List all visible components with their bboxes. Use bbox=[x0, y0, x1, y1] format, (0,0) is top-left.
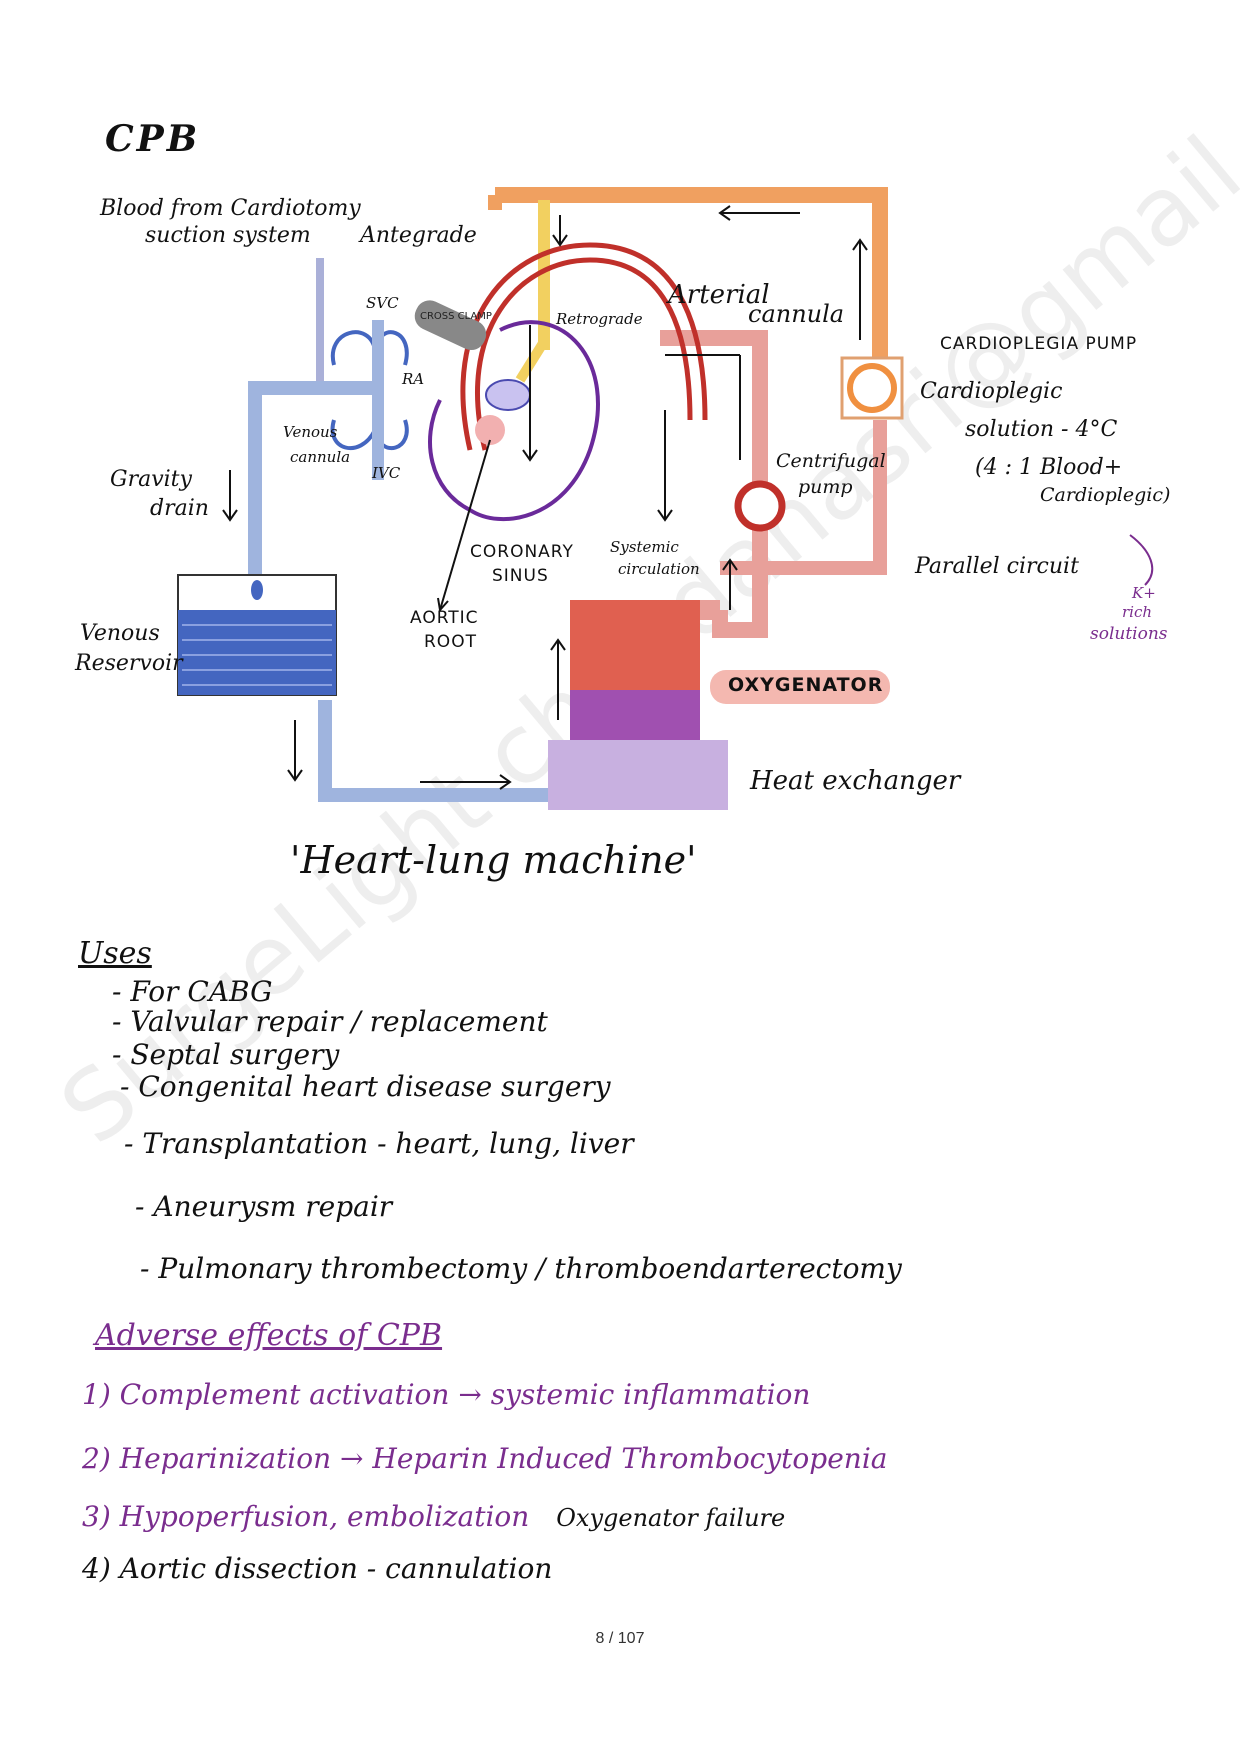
antegrade-line bbox=[538, 200, 550, 350]
uses-item: - Valvular repair / replacement bbox=[112, 1005, 548, 1038]
adverse-extra: Oxygenator failure bbox=[556, 1504, 786, 1532]
label-cardioplegic: Cardioplegic bbox=[920, 379, 1063, 404]
adverse-item-2: 2) Heparinization → Heparin Induced Thro… bbox=[82, 1442, 887, 1475]
label-arterial: Arterial bbox=[668, 280, 770, 310]
adverse-num: 4) bbox=[82, 1552, 111, 1585]
label-solution-temp: solution - 4°C bbox=[965, 417, 1118, 442]
label-ratio: (4 : 1 Blood+ bbox=[975, 455, 1123, 480]
label-antegrade: Antegrade bbox=[360, 223, 477, 248]
label-drain: drain bbox=[150, 496, 209, 521]
label-suction-system: suction system bbox=[145, 223, 311, 248]
adverse-item-1: 1) Complement activation → systemic infl… bbox=[82, 1378, 810, 1411]
adverse-item-4: 4) Aortic dissection - cannulation bbox=[82, 1552, 552, 1585]
label-cardioplegia-pump: CARDIOPLEGIA PUMP bbox=[940, 334, 1138, 354]
page-number: 8 / 107 bbox=[595, 1630, 645, 1647]
label-ivc: IVC bbox=[372, 464, 401, 482]
label-coronary: CORONARY bbox=[470, 542, 574, 562]
label-cross-clamp: CROSS CLAMP bbox=[420, 311, 492, 322]
adverse-text: Heparinization → Heparin Induced Thrombo… bbox=[119, 1442, 888, 1475]
adverse-num: 1) bbox=[82, 1378, 111, 1411]
adverse-heading: Adverse effects of CPB bbox=[95, 1318, 443, 1353]
label-venous-reservoir-1: Venous bbox=[80, 621, 160, 646]
uses-item: - Pulmonary thrombectomy / thromboendart… bbox=[140, 1252, 902, 1285]
heart-icon bbox=[428, 320, 600, 522]
label-sinus: SINUS bbox=[492, 566, 549, 586]
label-circulation: circulation bbox=[618, 560, 700, 578]
label-aortic: AORTIC bbox=[410, 608, 479, 628]
uses-item: - Transplantation - heart, lung, liver bbox=[124, 1127, 634, 1160]
label-venous: Venous bbox=[283, 423, 338, 441]
label-gravity: Gravity bbox=[110, 467, 192, 492]
diagram-caption: 'Heart-lung machine' bbox=[290, 838, 697, 882]
uses-item: - Congenital heart disease surgery bbox=[120, 1070, 611, 1103]
label-systemic: Systemic bbox=[610, 538, 679, 556]
label-k-rich-3: solutions bbox=[1090, 624, 1168, 644]
label-ra: RA bbox=[402, 370, 425, 388]
label-heat-exchanger: Heat exchanger bbox=[750, 766, 961, 796]
cpb-diagram bbox=[177, 187, 1154, 810]
label-svc: SVC bbox=[366, 294, 399, 312]
label-oxygenator: OXYGENATOR bbox=[728, 674, 884, 696]
adverse-text: Hypoperfusion, embolization bbox=[119, 1500, 530, 1533]
label-pump: pump bbox=[798, 476, 853, 498]
label-retrograde: Retrograde bbox=[556, 310, 643, 328]
label-ratio2: Cardioplegic) bbox=[1040, 484, 1171, 506]
label-blood-from-cardiotomy: Blood from Cardiotomy bbox=[100, 196, 361, 221]
label-venous-cannula: cannula bbox=[290, 448, 351, 466]
cross-clamp-icon bbox=[414, 300, 487, 351]
venous-line bbox=[248, 381, 375, 580]
label-cannula: cannula bbox=[748, 300, 845, 328]
page-title: CPB bbox=[105, 118, 201, 160]
adverse-item-3: 3) Hypoperfusion, embolization Oxygenato… bbox=[82, 1500, 785, 1533]
label-root: ROOT bbox=[424, 632, 477, 652]
label-venous-reservoir-2: Reservoir bbox=[75, 651, 183, 676]
uses-item: - Septal surgery bbox=[112, 1038, 340, 1071]
uses-item: - Aneurysm repair bbox=[135, 1190, 393, 1223]
adverse-num: 2) bbox=[82, 1442, 111, 1475]
aorta bbox=[475, 257, 693, 451]
label-parallel-circuit: Parallel circuit bbox=[915, 554, 1079, 579]
adverse-text: Complement activation → systemic inflamm… bbox=[119, 1378, 811, 1411]
adverse-num: 3) bbox=[82, 1500, 111, 1533]
heat-exchanger-icon bbox=[548, 740, 728, 810]
cardioplegia-line bbox=[495, 187, 888, 360]
label-k-rich-2: rich bbox=[1122, 603, 1153, 621]
adverse-text: Aortic dissection - cannulation bbox=[119, 1552, 553, 1585]
uses-item: - For CABG bbox=[112, 975, 273, 1008]
label-centrifugal: Centrifugal bbox=[776, 450, 886, 472]
label-k-rich-1: K+ bbox=[1132, 584, 1156, 602]
centrifugal-pump-icon bbox=[734, 480, 786, 532]
arterial-line bbox=[660, 330, 768, 638]
suction-line bbox=[316, 258, 324, 388]
uses-heading: Uses bbox=[78, 936, 152, 971]
